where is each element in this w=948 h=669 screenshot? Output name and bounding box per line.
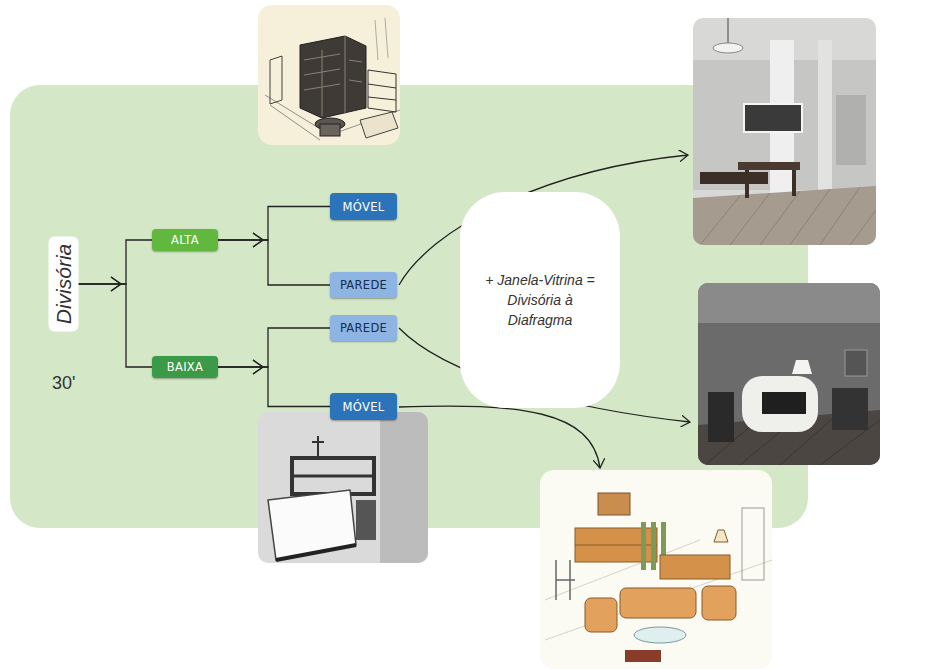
type-box: MÓVEL <box>330 193 397 220</box>
connector-line <box>218 240 330 285</box>
node-text: Divisória <box>51 244 75 325</box>
illustration-part <box>745 170 749 198</box>
illustration-part <box>744 104 802 132</box>
illustration-part <box>693 18 876 245</box>
illustration-part <box>818 40 832 190</box>
illustration-part <box>845 350 867 376</box>
illustration-part <box>304 54 362 90</box>
illustration-part <box>276 545 356 560</box>
illustration-part <box>540 470 772 669</box>
illustration-part <box>742 508 764 580</box>
category-box: ALTA <box>152 229 218 251</box>
type-box: MÓVEL <box>330 393 397 420</box>
sketch-cabinet <box>258 5 400 145</box>
leader-curve <box>399 406 600 468</box>
drawing-living-room <box>540 470 772 669</box>
bracket-connector <box>78 277 152 367</box>
illustration-part <box>300 36 366 118</box>
illustration-part <box>693 186 876 245</box>
connector-line <box>78 284 152 367</box>
illustration-part <box>708 392 734 442</box>
time-label: 30' <box>52 373 75 394</box>
illustration-part <box>360 112 398 138</box>
photo-room-high-wall <box>693 18 876 245</box>
illustration-part <box>660 555 730 579</box>
illustration-part <box>345 36 346 114</box>
bracket-connector <box>218 360 330 407</box>
title-box: Divisória <box>48 237 78 332</box>
connector-line <box>218 328 330 367</box>
connector-line <box>218 367 330 407</box>
photo-room-low-wall <box>698 283 880 465</box>
illustration-part <box>317 436 319 456</box>
arrow-head <box>253 233 263 247</box>
node-text: ALTA <box>171 233 199 247</box>
illustration-part <box>698 283 880 323</box>
illustration-part <box>380 412 428 563</box>
illustration-part <box>270 56 282 104</box>
illustration-part <box>598 493 630 515</box>
illustration-part <box>700 172 768 184</box>
connector-line <box>218 207 330 241</box>
illustration-part <box>625 650 661 662</box>
illustration-part <box>700 187 876 245</box>
illustration-part <box>258 412 428 563</box>
connector-line <box>78 240 152 284</box>
node-text: PAREDE <box>340 321 387 335</box>
node-text: + Janela-Vitrina = Divisória à Diafragma <box>475 270 605 331</box>
illustration-part <box>268 490 356 560</box>
illustration-part <box>651 522 656 570</box>
illustration-part <box>702 586 736 620</box>
illustration-part <box>698 283 880 465</box>
illustration-part <box>832 388 868 430</box>
illustration-part <box>356 500 376 540</box>
illustration-part <box>713 43 743 53</box>
illustration-part <box>312 441 324 443</box>
photo-bedroom <box>258 412 428 563</box>
illustration-part <box>368 70 396 112</box>
illustration-part <box>634 627 686 643</box>
node-text: MÓVEL <box>343 400 385 414</box>
illustration-part <box>292 458 374 494</box>
node-text: MÓVEL <box>343 200 385 214</box>
node-text: PAREDE <box>340 278 387 292</box>
illustration-part <box>792 170 796 196</box>
illustration-part <box>742 376 818 432</box>
node-text: BAIXA <box>167 360 203 374</box>
illustration-part <box>375 18 388 60</box>
illustration-part <box>738 162 800 170</box>
illustration-part <box>556 560 575 600</box>
illustration-part <box>836 95 866 165</box>
illustration-part <box>322 50 323 116</box>
bracket-connector <box>218 207 330 248</box>
illustration-part <box>585 598 617 632</box>
illustration-part <box>792 360 812 374</box>
bracket-connector <box>218 233 330 285</box>
illustration-part <box>714 530 728 542</box>
note-box: + Janela-Vitrina = Divisória à Diafragma <box>460 192 620 408</box>
illustration-part <box>620 588 696 618</box>
arrow-head <box>111 277 121 291</box>
illustration-part <box>258 5 400 145</box>
category-box: BAIXA <box>152 356 218 378</box>
illustration-part <box>641 522 646 570</box>
arrow-head <box>253 360 263 374</box>
illustration-part <box>727 18 729 44</box>
illustration-part <box>292 475 374 478</box>
illustration-part <box>762 392 806 414</box>
illustration-part <box>320 124 340 136</box>
type-box: PAREDE <box>330 272 397 298</box>
type-box: PAREDE <box>330 315 397 341</box>
